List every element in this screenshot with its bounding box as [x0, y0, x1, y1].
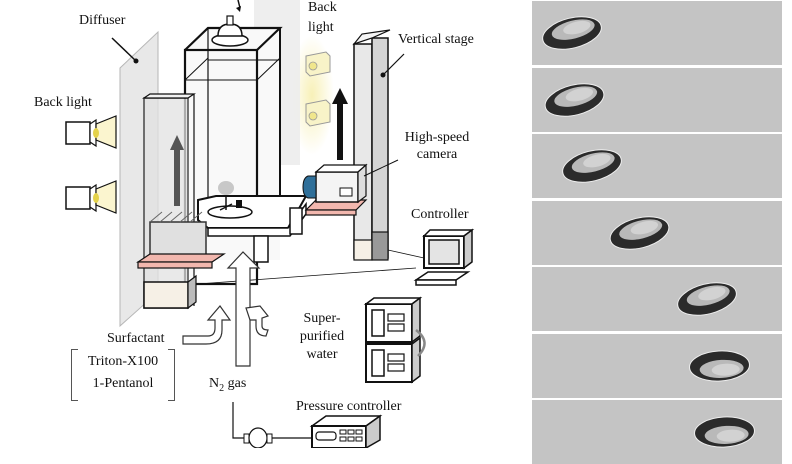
label-back-light-right-1: Back: [308, 0, 337, 15]
bubble: [689, 349, 750, 382]
label-water-3: water: [306, 347, 338, 362]
top-release-device: [211, 0, 249, 47]
bubble-image-sequence: [532, 0, 782, 464]
left-vertical-stage: [136, 93, 226, 310]
high-speed-camera: [302, 159, 399, 216]
label-diffuser: Diffuser: [79, 13, 126, 28]
n2-symbol: N: [209, 376, 220, 391]
setup-schematic: Diffuser Back light Back light Vertical …: [34, 0, 475, 450]
gas-line: [232, 402, 312, 449]
label-high-speed-camera-2: camera: [416, 147, 458, 162]
right-back-light-1: [305, 51, 331, 77]
bracket-right: [168, 349, 175, 401]
label-n2-gas: N2 gas: [209, 376, 246, 397]
label-water-1: Super-: [303, 311, 341, 326]
bubble: [562, 149, 622, 183]
label-back-light-right-2: light: [308, 20, 334, 35]
label-surfactant: Surfactant: [107, 331, 165, 346]
bubble-frame-3: [532, 134, 782, 198]
water-purifier: [363, 296, 426, 384]
label-high-speed-camera-1: High-speed: [404, 130, 470, 145]
bracket-left: [71, 349, 78, 401]
bubble: [542, 16, 602, 50]
n2-gas-word: gas: [224, 376, 247, 391]
label-water-2: purified: [299, 329, 345, 344]
surfactant-arrow-left: [182, 305, 232, 345]
n2-gas-arrow: [226, 251, 261, 367]
bubble: [694, 416, 755, 448]
pressure-controller-device: [309, 414, 383, 450]
surfactant-arrow-right: [245, 305, 270, 337]
bubble: [544, 82, 605, 117]
right-back-light-2: [305, 99, 331, 127]
label-vertical-stage: Vertical stage: [398, 32, 474, 47]
bubble-frame-6: [532, 333, 782, 398]
left-back-light-2: [65, 180, 118, 214]
right-vertical-stage: [352, 29, 405, 261]
bubble: [609, 215, 670, 250]
label-pressure-controller: Pressure controller: [296, 399, 402, 414]
bubble-frame-1: [532, 1, 782, 65]
bubble-frame-4: [532, 200, 782, 265]
bubble-frame-5: [532, 267, 782, 331]
left-back-light-1: [65, 114, 118, 150]
label-surfactant-option-2: 1-Pentanol: [92, 376, 154, 391]
controller-computer: [197, 228, 475, 286]
bubble-frame-2: [532, 67, 782, 132]
label-surfactant-option-1: Triton-X100: [87, 354, 159, 369]
setup-drawing: [65, 0, 475, 450]
n2-subscript: 2: [219, 382, 225, 394]
label-controller: Controller: [411, 207, 469, 222]
stage-direction-arrow: [337, 104, 343, 160]
bubble: [677, 282, 737, 316]
bubble-frame-7: [532, 400, 782, 464]
label-back-light-left: Back light: [34, 95, 92, 110]
